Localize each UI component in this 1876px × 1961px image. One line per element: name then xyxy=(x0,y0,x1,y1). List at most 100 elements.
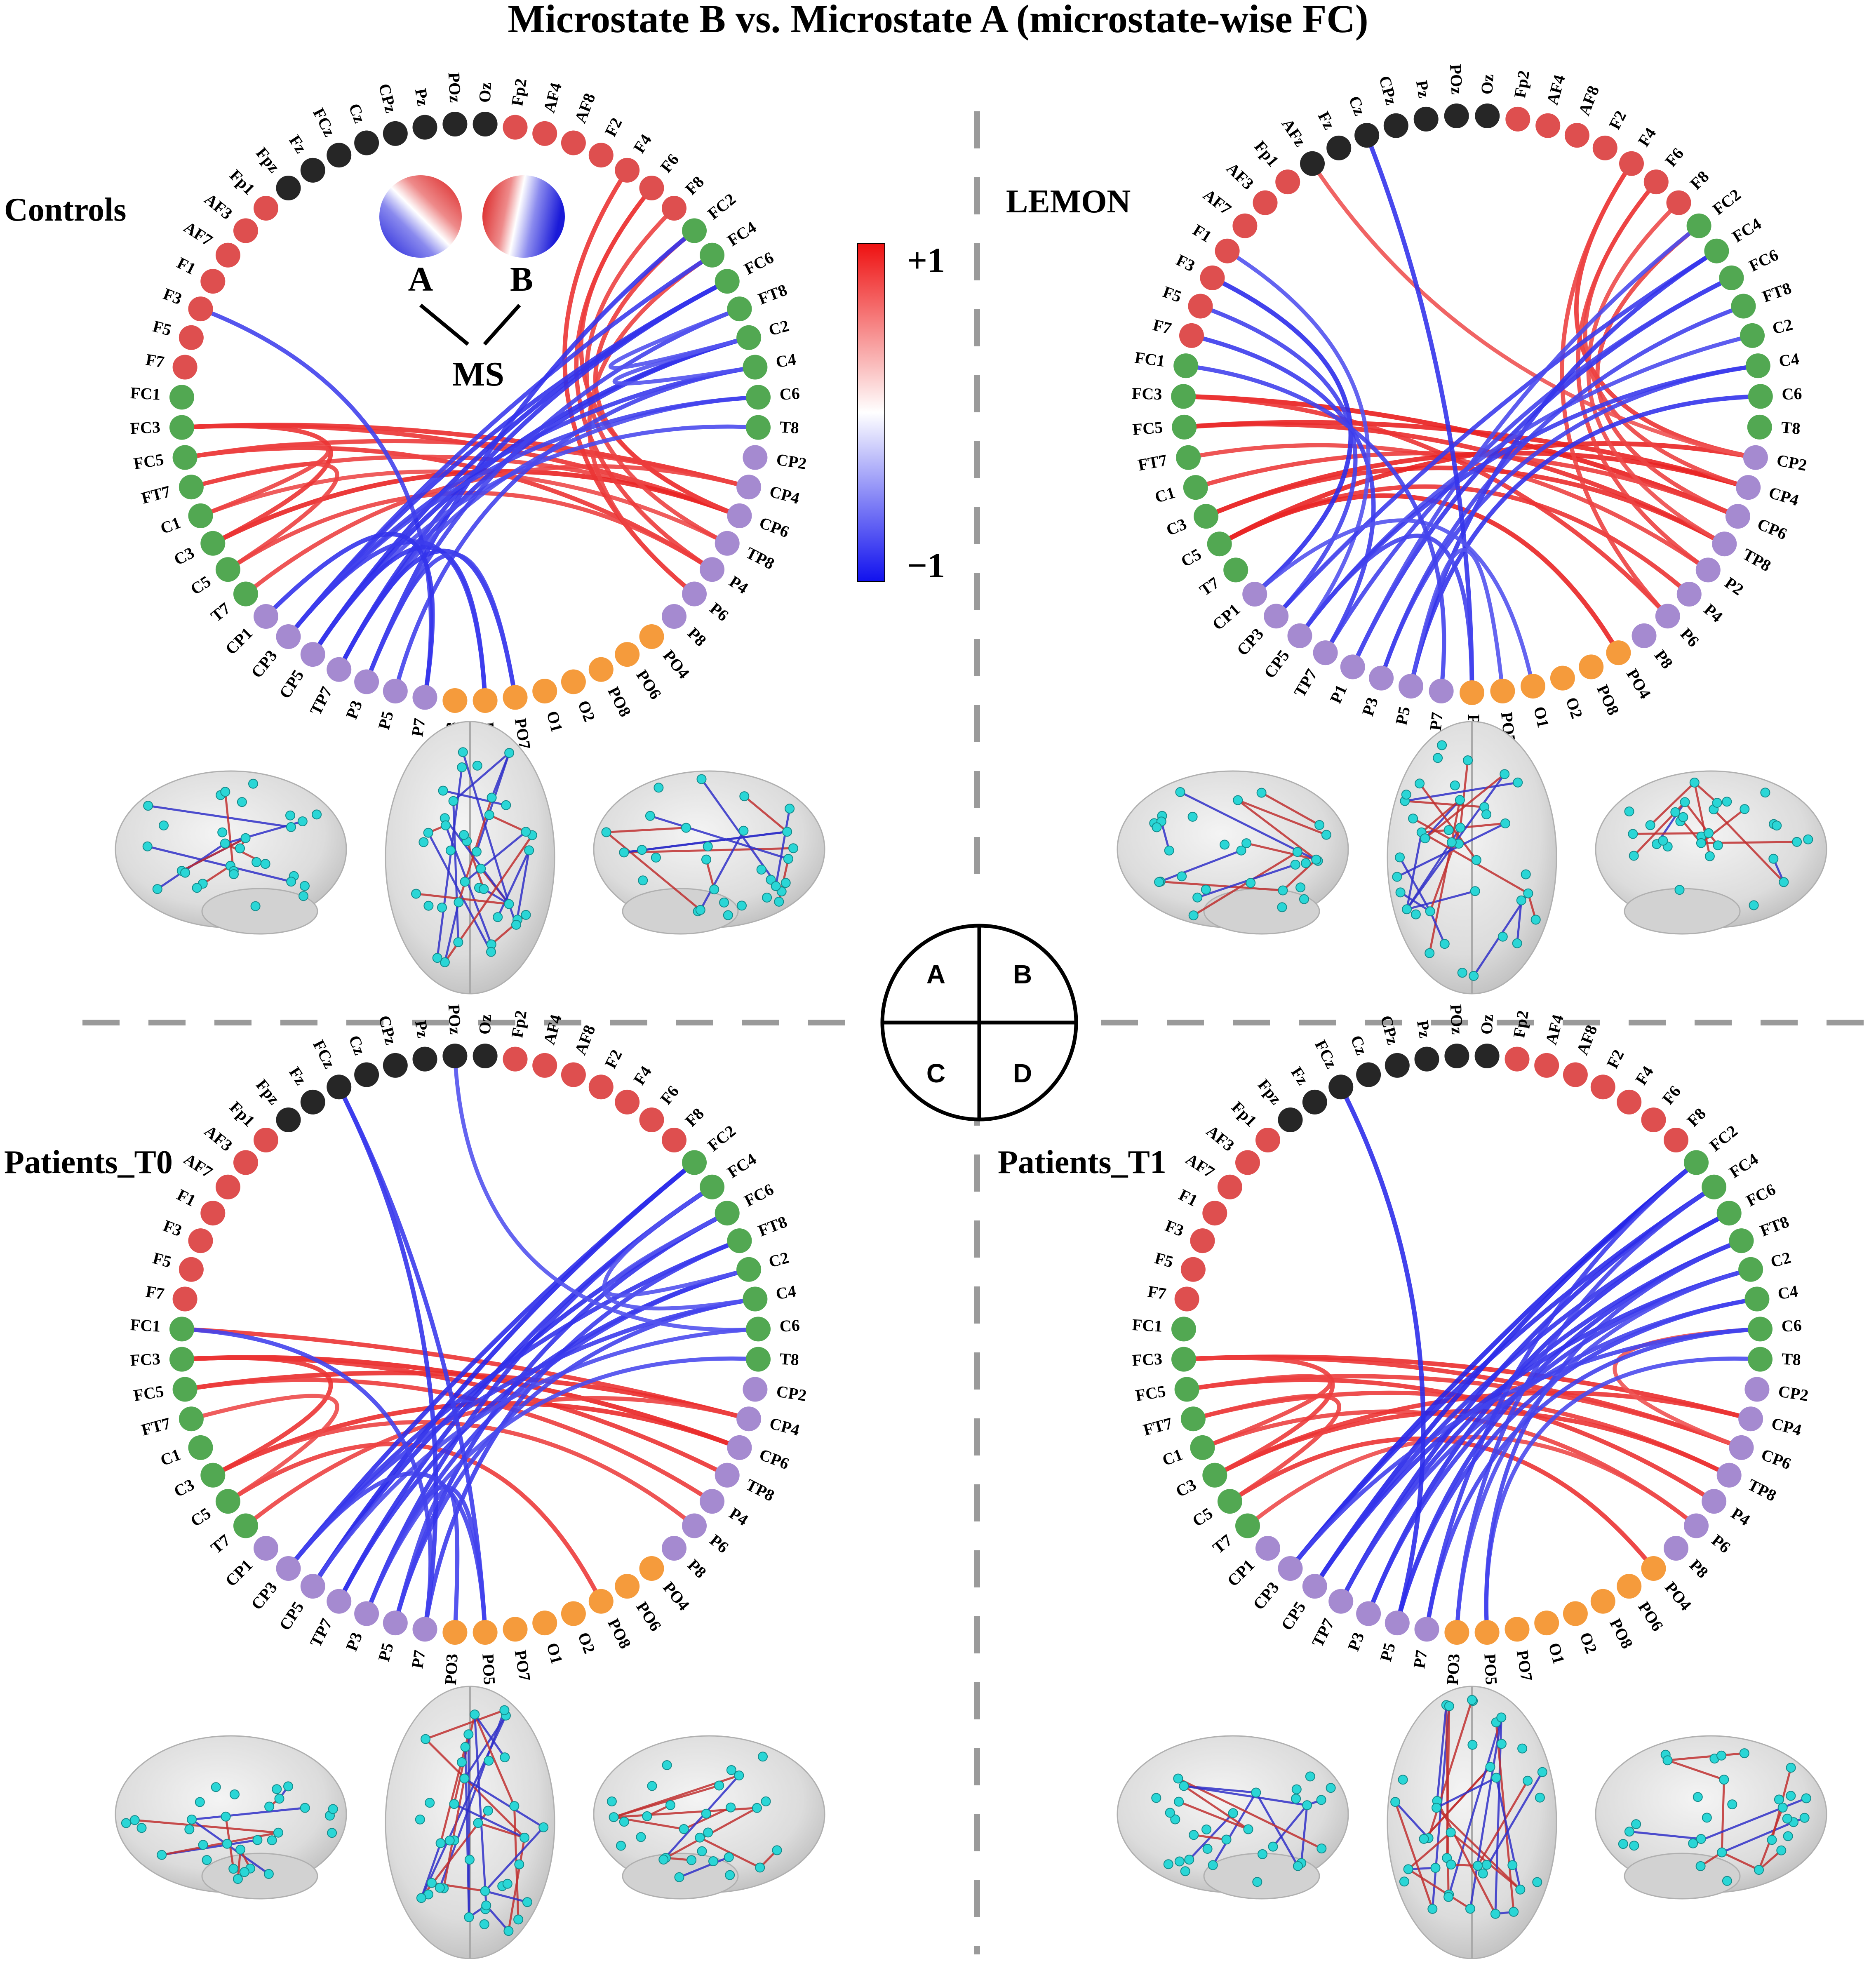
brain-node xyxy=(1430,1863,1441,1873)
brain-node xyxy=(1246,878,1256,888)
channel-node-FC2 xyxy=(1684,1150,1709,1175)
brain-node xyxy=(1624,807,1634,816)
brain-node xyxy=(1470,886,1480,896)
brain-node xyxy=(471,846,482,857)
brain-node xyxy=(486,947,496,957)
channel-node-PO5 xyxy=(473,688,498,713)
brain-node xyxy=(285,810,295,821)
brain-node xyxy=(1170,1814,1180,1825)
channel-label-P8: P8 xyxy=(684,1556,710,1582)
channel-node-C1 xyxy=(188,1435,213,1460)
channel-label-CPz: CPz xyxy=(1377,1013,1402,1046)
channel-label-FC2: FC2 xyxy=(1709,185,1744,219)
brain-node xyxy=(681,823,691,833)
channel-label-C3: C3 xyxy=(171,543,197,569)
brain-node xyxy=(1174,1796,1184,1807)
brain-node xyxy=(1777,1802,1788,1813)
brain-node xyxy=(701,854,711,865)
brain-node xyxy=(1258,1849,1267,1859)
brain-edge xyxy=(1160,821,1171,851)
brain-node xyxy=(1716,1750,1726,1761)
brain-node xyxy=(503,1926,514,1936)
brain-node xyxy=(726,1802,736,1813)
channel-node-Fp2 xyxy=(503,1046,528,1072)
brain-node xyxy=(233,1874,243,1884)
channel-label-P7: P7 xyxy=(408,1649,429,1670)
brain-node xyxy=(470,1709,480,1720)
channel-label-O2: O2 xyxy=(574,698,599,724)
brain-dorsal-view xyxy=(1387,721,1557,995)
brain-node xyxy=(129,1815,140,1825)
channel-label-PO5: PO5 xyxy=(479,1653,499,1686)
channel-label-CP2: CP2 xyxy=(1777,1382,1810,1405)
channel-node-P2 xyxy=(1695,557,1721,583)
brain-edge xyxy=(425,1709,505,1740)
panel-label-patients-t0: Patients_T0 xyxy=(4,1144,173,1180)
brain-node xyxy=(272,1784,282,1794)
brain-node xyxy=(300,1803,310,1813)
channel-node-CPz xyxy=(383,121,408,146)
channel-node-Pz xyxy=(412,1046,437,1072)
channel-node-F6 xyxy=(1641,1107,1666,1132)
channel-label-PO6: PO6 xyxy=(632,1598,665,1634)
channel-node-FC6 xyxy=(715,269,740,294)
brain-node xyxy=(734,1771,744,1780)
brain-node xyxy=(772,1845,782,1855)
brain-views-d xyxy=(1117,1686,1827,1959)
channel-node-CP3 xyxy=(276,1556,301,1581)
channel-label-T7: T7 xyxy=(207,1531,234,1557)
topomap-b-label: B xyxy=(510,260,533,299)
channel-label-F7: F7 xyxy=(145,1282,166,1303)
brain-edge xyxy=(1721,1780,1725,1853)
channel-node-AF4 xyxy=(532,121,557,146)
channel-label-CP4: CP4 xyxy=(1767,483,1801,509)
channel-node-PO3 xyxy=(1460,680,1484,705)
brain-node xyxy=(1450,780,1460,790)
brain-edge xyxy=(181,837,246,872)
channel-node-P3 xyxy=(1369,665,1394,691)
topomap-a-label: A xyxy=(408,260,433,299)
brain-node xyxy=(1801,1793,1811,1803)
brain-edge xyxy=(1476,1780,1529,1867)
brain-node xyxy=(1776,1845,1787,1855)
brain-edge xyxy=(1429,911,1446,945)
connection-FC2-CP3 xyxy=(1288,1160,1699,1571)
brain-node xyxy=(616,1841,626,1851)
channel-label-AF7: AF7 xyxy=(1182,1150,1218,1182)
channel-node-PO6 xyxy=(615,1574,640,1599)
channel-node-PO5 xyxy=(473,1620,498,1645)
channel-label-PO6: PO6 xyxy=(1634,1598,1667,1634)
brain-node xyxy=(1398,1775,1408,1785)
channel-label-P6: P6 xyxy=(706,599,732,625)
brain-node xyxy=(1395,887,1406,898)
channel-label-Fz: Fz xyxy=(1287,1063,1312,1088)
channel-node-F8 xyxy=(1664,1128,1688,1152)
channel-node-Fp2 xyxy=(503,115,528,140)
brain-edge xyxy=(1193,851,1298,917)
brain-node xyxy=(638,875,648,886)
channel-node-CP2 xyxy=(1744,1377,1770,1402)
channel-node-CP2 xyxy=(1743,445,1768,470)
brain-node xyxy=(654,783,664,793)
channel-node-O1 xyxy=(1521,674,1545,699)
brain-node xyxy=(142,841,153,851)
brain-edge xyxy=(420,1715,507,1899)
channel-label-FC1: FC1 xyxy=(1134,348,1166,370)
channel-label-Pz: Pz xyxy=(1413,79,1434,99)
channel-node-FC1 xyxy=(169,385,194,410)
channel-label-PO8: PO8 xyxy=(1606,1615,1636,1652)
channel-label-P4: P4 xyxy=(726,572,752,597)
channel-label-CP4: CP4 xyxy=(1770,1414,1803,1439)
connection-FT7-C5 xyxy=(1191,1394,1341,1504)
channel-node-FC2 xyxy=(1686,213,1711,238)
brain-node xyxy=(1402,904,1412,915)
brain-node xyxy=(1722,1876,1732,1886)
channel-node-TP8 xyxy=(1716,1463,1742,1488)
connection-C6-CP3 xyxy=(1288,1327,1763,1571)
channel-label-F3: F3 xyxy=(1173,251,1198,275)
brain-node xyxy=(1463,755,1473,765)
channel-label-AF3: AF3 xyxy=(201,190,236,223)
connection-FC3-C3 xyxy=(179,423,333,546)
brain-node xyxy=(1175,787,1185,797)
channel-node-PO8 xyxy=(1590,1589,1615,1614)
